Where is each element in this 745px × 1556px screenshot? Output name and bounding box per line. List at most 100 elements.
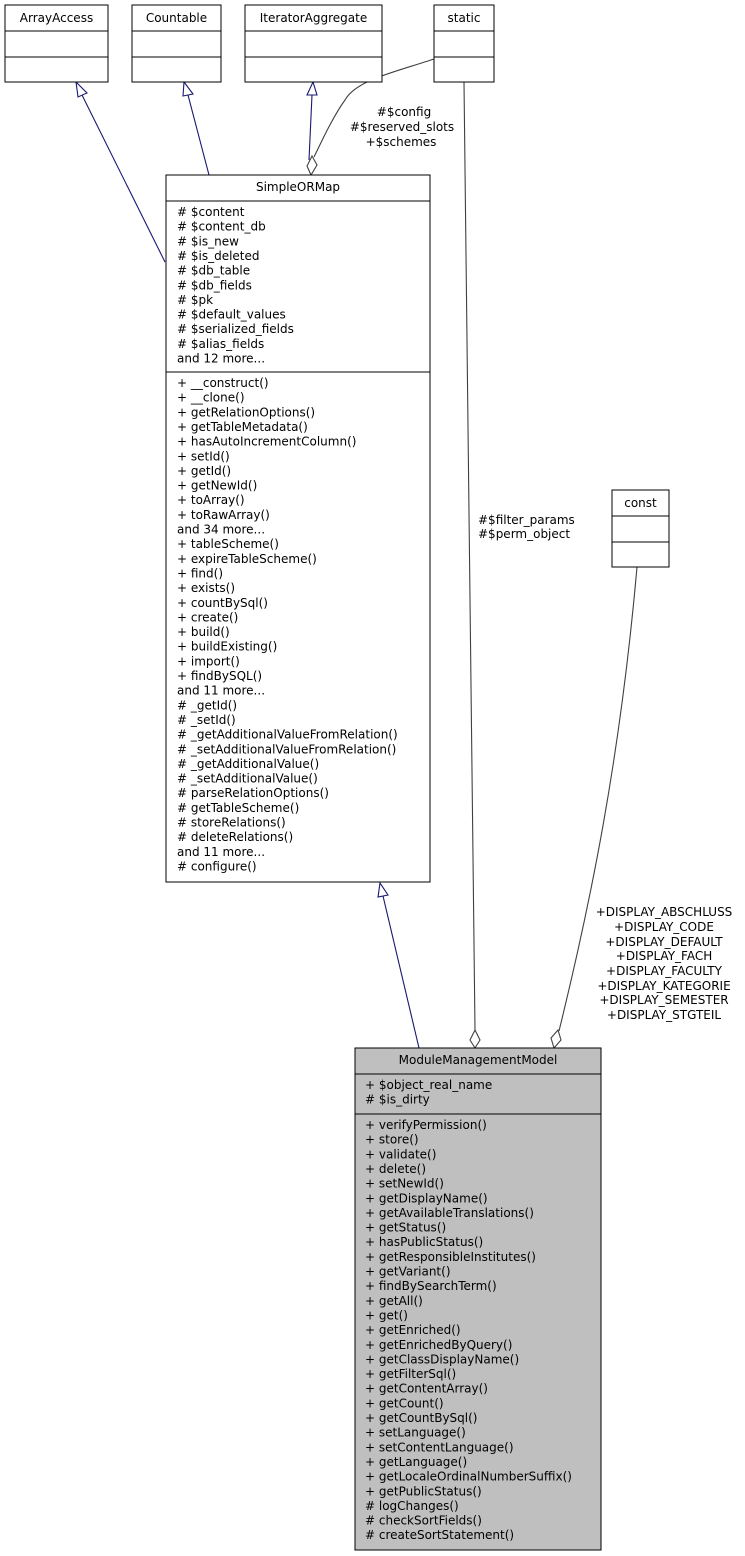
- inheritance-arrow-head: [75, 80, 88, 98]
- inheritance-arrow-head: [182, 80, 194, 97]
- method-item: # _setAdditionalValue(): [177, 772, 318, 786]
- method-item: + setId(): [177, 449, 230, 463]
- attribute-item: # $default_values: [177, 308, 286, 322]
- association-edge-static-modulemanagementmodel: [463, 81, 481, 1050]
- method-item: and 34 more...: [177, 523, 265, 537]
- edge-label-line: #$perm_object: [478, 527, 570, 541]
- method-item: # deleteRelations(): [177, 830, 293, 844]
- class-name: ArrayAccess: [20, 11, 93, 25]
- method-item: # logChanges(): [365, 1499, 459, 1513]
- method-item: # parseRelationOptions(): [177, 786, 329, 800]
- method-item: # storeRelations(): [177, 816, 286, 830]
- method-item: + getVariant(): [365, 1265, 451, 1279]
- edge-label-line: #$reserved_slots: [350, 120, 454, 134]
- method-item: + getClassDisplayName(): [365, 1352, 519, 1366]
- class-static[interactable]: static: [433, 4, 495, 83]
- method-item: # checkSortFields(): [365, 1514, 482, 1528]
- attribute-item: # $is_dirty: [365, 1093, 430, 1107]
- method-item: + setContentLanguage(): [365, 1440, 514, 1454]
- method-list: + verifyPermission()+ store()+ validate(…: [365, 1118, 572, 1542]
- aggregation-diamond: [469, 1028, 481, 1050]
- method-item: # createSortStatement(): [365, 1528, 514, 1542]
- method-item: + getStatus(): [365, 1221, 446, 1235]
- method-item: + getContentArray(): [365, 1382, 488, 1396]
- method-item: + tableScheme(): [177, 537, 279, 551]
- edge-label-line: +DISPLAY_ABSCHLUSS: [596, 905, 733, 919]
- attribute-item: # $db_table: [177, 264, 250, 278]
- edge-label-static-modulemanagementmodel: #$filter_params #$perm_object: [478, 513, 575, 541]
- attribute-item: # $content: [177, 205, 245, 219]
- inheritance-edge-simpleormap-countable: [182, 80, 210, 176]
- edge-label-line: +DISPLAY_KATEGORIE: [597, 979, 730, 993]
- edge-label-line: +DISPLAY_STGTEIL: [607, 1008, 722, 1022]
- attribute-item: # $is_new: [177, 234, 239, 248]
- edge-label-const-modulemanagementmodel: +DISPLAY_ABSCHLUSS +DISPLAY_CODE +DISPLA…: [596, 905, 733, 1022]
- class-name: static: [448, 11, 481, 25]
- method-item: + toRawArray(): [177, 508, 270, 522]
- method-item: + findBySQL(): [177, 669, 262, 683]
- method-item: + validate(): [365, 1147, 436, 1161]
- attribute-list: + $object_real_name# $is_dirty: [365, 1078, 492, 1107]
- class-name: const: [624, 496, 657, 510]
- inheritance-edge-simpleormap-iteratoraggregate: [306, 80, 318, 161]
- edge-label-line: +DISPLAY_FACH: [616, 949, 712, 963]
- edge-label-line: +DISPLAY_FACULTY: [606, 964, 723, 978]
- inheritance-edge-simpleormap-arrayaccess: [75, 80, 166, 263]
- method-item: + expireTableScheme(): [177, 552, 317, 566]
- method-item: # _getAdditionalValueFromRelation(): [177, 728, 398, 742]
- method-item: + getCountBySql(): [365, 1411, 477, 1425]
- class-modulemanagementmodel[interactable]: ModuleManagementModel + $object_real_nam…: [354, 1047, 602, 1551]
- method-item: + getNewId(): [177, 479, 257, 493]
- class-name: IteratorAggregate: [260, 11, 367, 25]
- aggregation-diamond: [306, 154, 318, 177]
- class-const[interactable]: const: [611, 489, 670, 568]
- method-item: + buildExisting(): [177, 640, 277, 654]
- method-item: + getDisplayName(): [365, 1191, 488, 1205]
- association-edge-static-simpleormap: [306, 58, 435, 177]
- class-countable[interactable]: Countable: [131, 4, 222, 83]
- attribute-item: # $db_fields: [177, 278, 252, 292]
- inheritance-edge-modulemanagementmodel-simpleormap: [377, 881, 420, 1049]
- method-item: + store(): [365, 1133, 419, 1147]
- method-item: + create(): [177, 610, 238, 624]
- edge-label-line: +DISPLAY_CODE: [614, 920, 714, 934]
- class-simpleormap[interactable]: SimpleORMap # $content# $content_db# $is…: [165, 174, 431, 883]
- class-name: ModuleManagementModel: [399, 1053, 558, 1067]
- method-item: + getCount(): [365, 1396, 444, 1410]
- class-iteratoraggregate[interactable]: IteratorAggregate: [244, 4, 383, 83]
- inheritance-arrow-head: [377, 881, 389, 898]
- class-arrayaccess[interactable]: ArrayAccess: [4, 4, 109, 83]
- method-item: + import(): [177, 654, 240, 668]
- attribute-item: + $object_real_name: [365, 1078, 492, 1092]
- edge-label-line: +DISPLAY_SEMESTER: [599, 993, 728, 1007]
- method-item: + getAll(): [365, 1294, 423, 1308]
- method-item: + exists(): [177, 581, 235, 595]
- attribute-list: # $content# $content_db# $is_new# $is_de…: [177, 205, 294, 366]
- attribute-item: # $alias_fields: [177, 337, 264, 351]
- method-item: + countBySql(): [177, 596, 268, 610]
- method-item: + getEnriched(): [365, 1323, 461, 1337]
- method-item: # _setAdditionalValueFromRelation(): [177, 742, 396, 756]
- method-item: + getTableMetadata(): [177, 420, 308, 434]
- edge-label-line: #$filter_params: [478, 513, 575, 527]
- method-item: + getLanguage(): [365, 1455, 467, 1469]
- attribute-item: # $is_deleted: [177, 249, 260, 263]
- attribute-item: # $pk: [177, 293, 213, 307]
- method-item: + getFilterSql(): [365, 1367, 456, 1381]
- aggregation-diamond: [550, 1028, 562, 1050]
- method-item: + setNewId(): [365, 1177, 444, 1191]
- edge-label-static-simpleormap: #$config #$reserved_slots +$schemes: [350, 105, 454, 149]
- inheritance-arrow-head: [306, 80, 318, 96]
- method-item: + getAvailableTranslations(): [365, 1206, 534, 1220]
- method-item: + getEnrichedByQuery(): [365, 1338, 512, 1352]
- method-item: + getLocaleOrdinalNumberSuffix(): [365, 1470, 572, 1484]
- method-item: + setLanguage(): [365, 1426, 466, 1440]
- class-name: Countable: [146, 11, 207, 25]
- method-item: + hasPublicStatus(): [365, 1235, 483, 1249]
- method-item: and 11 more...: [177, 684, 265, 698]
- method-item: + find(): [177, 566, 223, 580]
- method-item: # _getAdditionalValue(): [177, 757, 319, 771]
- attribute-item: # $serialized_fields: [177, 322, 294, 336]
- method-item: + hasAutoIncrementColumn(): [177, 435, 356, 449]
